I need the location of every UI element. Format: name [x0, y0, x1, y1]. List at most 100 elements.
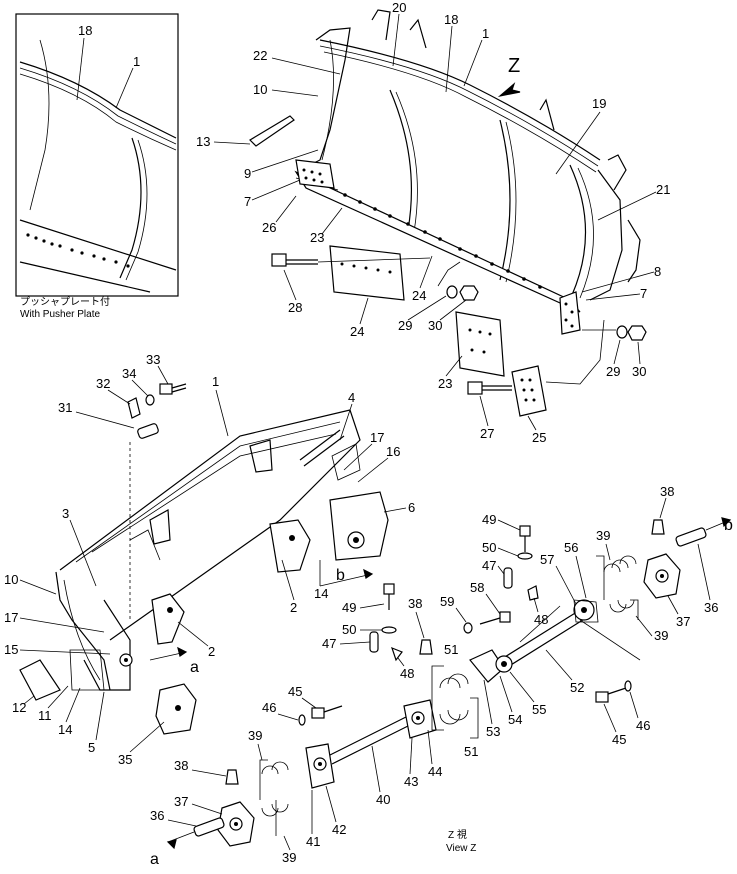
callout-23: 23 — [310, 230, 324, 245]
inset-caption-jp: プッシャプレート付 — [20, 295, 110, 308]
callout-47-mid: 47 — [322, 636, 336, 651]
callout-49-mid: 49 — [342, 600, 356, 615]
frame-assembly — [19, 383, 389, 735]
callout-39-right: 39 — [654, 628, 668, 643]
callout-44: 44 — [428, 764, 442, 779]
callout-50-mid: 50 — [342, 622, 356, 637]
callout-27: 27 — [480, 426, 494, 441]
callout-29: 29 — [398, 318, 412, 333]
callout-30: 30 — [428, 318, 442, 333]
callout-53: 53 — [486, 724, 500, 739]
callout-8: 8 — [654, 264, 661, 279]
callout-25: 25 — [532, 430, 546, 445]
callout-6: 6 — [408, 500, 415, 515]
callout-30b: 30 — [632, 364, 646, 379]
callout-9: 9 — [244, 166, 251, 181]
view-z-arrow-label: Z — [508, 55, 520, 77]
callout-14-left: 14 — [58, 722, 72, 737]
blade-assembly — [249, 9, 647, 417]
callout-36-bottom: 36 — [150, 808, 164, 823]
callout-10: 10 — [253, 82, 267, 97]
callout-48-mid: 48 — [400, 666, 414, 681]
callout-2-left: 2 — [208, 644, 215, 659]
inset-pusher-plate: 18 1 プッシャプレート付 With Pusher Plate — [15, 13, 179, 320]
callout-51-bottom: 51 — [464, 744, 478, 759]
callout-34: 34 — [122, 366, 136, 381]
callout-23b: 23 — [438, 376, 452, 391]
callout-50-top: 50 — [482, 540, 496, 555]
callout-57: 57 — [540, 552, 554, 567]
callout-14-right: 14 — [314, 586, 328, 601]
callout-24: 24 — [412, 288, 426, 303]
callout-37-bottom: 37 — [174, 794, 188, 809]
callout-16: 16 — [386, 444, 400, 459]
inset-callout-18: 18 — [78, 23, 92, 38]
view-z-caption-jp: Z 視 — [448, 828, 467, 841]
blade-callouts: 20 18 1 22 10 13 9 7 26 23 19 21 8 7 28 … — [196, 0, 670, 445]
callout-22: 22 — [253, 48, 267, 63]
callout-58: 58 — [470, 580, 484, 595]
callout-38-mid: 38 — [408, 596, 422, 611]
callout-48-top: 48 — [534, 612, 548, 627]
callout-42: 42 — [332, 822, 346, 837]
callout-52: 52 — [570, 680, 584, 695]
callout-45-top: 45 — [612, 732, 626, 747]
callout-31: 31 — [58, 400, 72, 415]
callout-39-left: 39 — [248, 728, 262, 743]
callout-55: 55 — [532, 702, 546, 717]
callout-39-bottom: 39 — [282, 850, 296, 865]
callout-36-top: 36 — [704, 600, 718, 615]
callout-38-top: 38 — [660, 484, 674, 499]
callout-54: 54 — [508, 712, 522, 727]
callout-47-top: 47 — [482, 558, 496, 573]
callout-38-bottom: 38 — [174, 758, 188, 773]
callout-3: 3 — [62, 506, 69, 521]
inset-callout-1: 1 — [133, 54, 140, 69]
callout-12: 12 — [12, 700, 26, 715]
callout-26: 26 — [262, 220, 276, 235]
linkage-assembly — [166, 517, 732, 850]
callout-21: 21 — [656, 182, 670, 197]
callout-19: 19 — [592, 96, 606, 111]
callout-29b: 29 — [606, 364, 620, 379]
callout-59: 59 — [440, 594, 454, 609]
inset-caption-en: With Pusher Plate — [20, 309, 100, 320]
callout-2-right: 2 — [290, 600, 297, 615]
callout-1-frame: 1 — [212, 374, 219, 389]
callout-13: 13 — [196, 134, 210, 149]
callout-37-top: 37 — [676, 614, 690, 629]
arrow-label-a-top: a — [190, 659, 199, 676]
callout-45-mid: 45 — [288, 684, 302, 699]
callout-20: 20 — [392, 0, 406, 15]
callout-17: 17 — [370, 430, 384, 445]
callout-1: 1 — [482, 26, 489, 41]
callout-33: 33 — [146, 352, 160, 367]
callout-7b: 7 — [640, 286, 647, 301]
view-z-caption-en: View Z — [446, 843, 476, 854]
callout-49-top: 49 — [482, 512, 496, 527]
callout-15: 15 — [4, 642, 18, 657]
arrow-label-b-top: b — [336, 567, 345, 584]
callout-40: 40 — [376, 792, 390, 807]
callout-41: 41 — [306, 834, 320, 849]
callout-35: 35 — [118, 752, 132, 767]
linkage-callouts: 38 49 50 47 58 59 57 56 39 37 36 48 49 5… — [150, 484, 718, 865]
arrow-label-a-bottom: a — [150, 851, 159, 868]
callout-10-frame: 10 — [4, 572, 18, 587]
callout-51-top: 51 — [444, 642, 458, 657]
callout-39-top: 39 — [596, 528, 610, 543]
arrow-label-b-bottom: b — [724, 517, 733, 534]
callout-46-mid: 46 — [262, 700, 276, 715]
callout-5: 5 — [88, 740, 95, 755]
frame-callouts: 33 34 32 1 31 4 17 16 3 6 10 2 14 2 17 1… — [4, 352, 415, 767]
callout-56: 56 — [564, 540, 578, 555]
callout-24b: 24 — [350, 324, 364, 339]
callout-28: 28 — [288, 300, 302, 315]
callout-7: 7 — [244, 194, 251, 209]
callout-43: 43 — [404, 774, 418, 789]
callout-4: 4 — [348, 390, 355, 405]
callout-18: 18 — [444, 12, 458, 27]
callout-17-left: 17 — [4, 610, 18, 625]
callout-32: 32 — [96, 376, 110, 391]
